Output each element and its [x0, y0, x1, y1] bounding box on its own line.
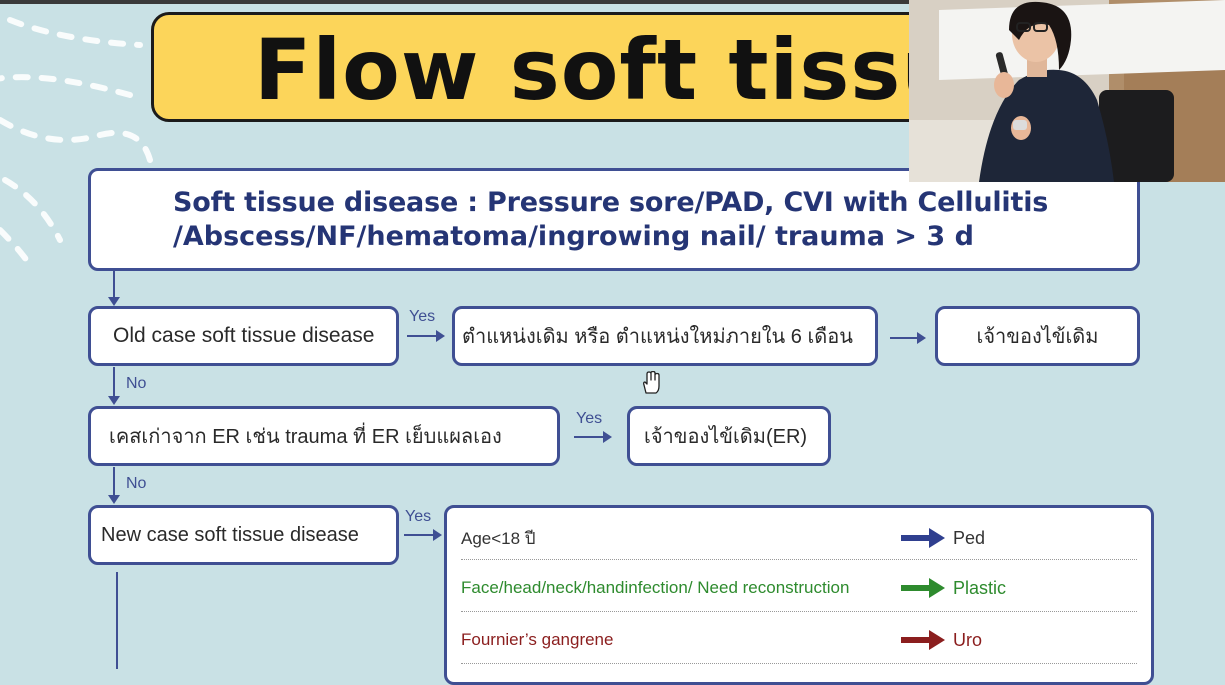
arrow-step2-yes — [574, 431, 612, 443]
arrow-step1-yes — [407, 330, 445, 342]
route-row-uro: Fournier’s gangrene Uro — [461, 614, 1137, 666]
arrow-step3-yes — [404, 529, 442, 541]
presenter-webcam — [909, 0, 1225, 182]
arrow-step1-no — [108, 367, 120, 405]
original-owner-box: เจ้าของไข้เดิม — [935, 306, 1140, 366]
route-divider — [461, 611, 1137, 612]
step2-yes-label: Yes — [576, 410, 603, 427]
route-row-plastic: Face/head/neck/handinfection/ Need recon… — [461, 562, 1137, 614]
original-owner-label: เจ้าของไข้เดิม — [976, 326, 1099, 348]
title-banner: Flow soft tissue — [151, 12, 951, 122]
header-line-1: Soft tissue disease : Pressure sore/PAD,… — [173, 186, 1049, 218]
arrow-right-icon — [901, 528, 945, 548]
route-divider — [461, 559, 1137, 560]
arrow-right-icon — [901, 630, 945, 650]
arrow-right-icon — [901, 578, 945, 598]
step1-yes-label: Yes — [409, 308, 436, 325]
arrow-step2-no — [108, 467, 120, 504]
er-owner-box: เจ้าของไข้เดิม(ER) — [627, 406, 831, 466]
routing-box: Age<18 ปี Ped Face/head/neck/handinfecti… — [444, 505, 1154, 685]
er-owner-label: เจ้าของไข้เดิม(ER) — [644, 426, 808, 448]
step3-yes-label: Yes — [405, 508, 432, 525]
soft-tissue-disease-header: Soft tissue disease : Pressure sore/PAD,… — [88, 168, 1140, 271]
route-divider — [461, 663, 1137, 664]
er-old-case-label: เคสเก่าจาก ER เช่น trauma ที่ ER เย็บแผล… — [109, 426, 502, 448]
top-bar — [0, 0, 1225, 4]
same-site-box: ตำแหน่งเดิม หรือ ตำแหน่งใหม่ภายใน 6 เดือ… — [452, 306, 878, 366]
old-case-box: Old case soft tissue disease — [88, 306, 399, 366]
route-condition-fournier: Fournier’s gangrene — [461, 630, 614, 649]
old-case-label: Old case soft tissue disease — [113, 324, 375, 347]
slide-title: Flow soft tissue — [254, 21, 951, 119]
step2-no-label: No — [126, 475, 147, 492]
route-condition-age: Age<18 ปี — [461, 528, 536, 548]
new-case-box: New case soft tissue disease — [88, 505, 399, 565]
arrow-to-owner — [890, 332, 926, 344]
new-case-down-line — [116, 572, 118, 669]
er-old-case-box: เคสเก่าจาก ER เช่น trauma ที่ ER เย็บแผล… — [88, 406, 560, 466]
route-destination-uro: Uro — [953, 629, 983, 650]
hand-cursor-icon — [643, 371, 660, 394]
step1-no-label: No — [126, 375, 147, 392]
route-condition-face: Face/head/neck/handinfection/ Need recon… — [461, 578, 850, 597]
route-destination-plastic: Plastic — [953, 577, 1007, 598]
same-site-label: ตำแหน่งเดิม หรือ ตำแหน่งใหม่ภายใน 6 เดือ… — [462, 326, 853, 348]
route-row-ped: Age<18 ปี Ped — [461, 512, 1137, 564]
new-case-label: New case soft tissue disease — [101, 523, 359, 546]
header-line-2: /Abscess/NF/hematoma/ingrowing nail/ tra… — [173, 220, 974, 252]
arrow-header-to-step1 — [108, 271, 120, 306]
decorative-dashes — [0, 17, 153, 268]
route-destination-ped: Ped — [953, 527, 986, 548]
